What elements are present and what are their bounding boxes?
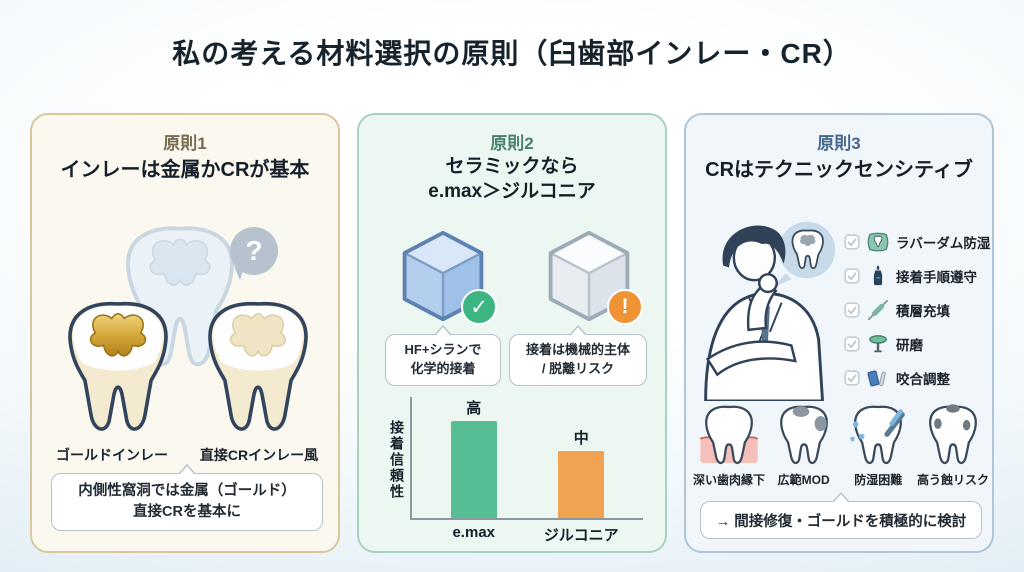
subgingival-tooth-icon bbox=[699, 405, 759, 465]
moisture-tooth-icon bbox=[850, 405, 906, 465]
checkbox-icon bbox=[844, 336, 860, 352]
principle-1-title: インレーは金属かCRが基本 bbox=[60, 159, 310, 181]
principle-1-callout: 内側性窩洞では金属（ゴールド） 直接CRを基本に bbox=[51, 464, 323, 531]
panel-principle-2: 原則2 セラミックなら e.max＞ジルコニア ✓ bbox=[357, 113, 667, 553]
x-label-emax: e.max bbox=[452, 524, 496, 541]
rubber-dam-icon bbox=[867, 232, 889, 252]
cr-inlay-tooth-icon bbox=[208, 301, 308, 431]
callout-text: → 間接修復・ゴールドを積極的に検討 bbox=[715, 513, 967, 530]
principle-2-title-line1: セラミックなら bbox=[445, 156, 579, 177]
question-bubble: ? bbox=[230, 227, 278, 275]
chart-x-axis-labels: e.max ジルコニア bbox=[410, 520, 643, 545]
bar-emax: 高 bbox=[441, 397, 507, 518]
zirconia-note-line1: 接着は機械的主体 bbox=[525, 342, 630, 358]
chart-plot-wrap: 高 中 e.max ジルコニア bbox=[410, 397, 643, 545]
page-title: 私の考える材料選択の原則（臼歯部インレー・CR） bbox=[172, 38, 852, 69]
caries-tooth-icon bbox=[929, 404, 977, 465]
emax-note: HF+シランで 化学的接着 bbox=[385, 325, 501, 386]
checklist-label: 研磨 bbox=[896, 338, 923, 353]
gold-inlay-label: ゴールドインレー bbox=[56, 447, 168, 463]
check-badge-icon: ✓ bbox=[461, 289, 497, 325]
emax-note-line1: HF+シランで bbox=[404, 342, 482, 358]
checklist-label: 積層充填 bbox=[896, 304, 950, 319]
checklist-item-occlusion: 咬合調整 bbox=[844, 367, 990, 389]
chart-y-axis-label: 接着信頼性 bbox=[389, 420, 405, 500]
risk-caries: 高う蝕リスク bbox=[916, 401, 990, 488]
risk-label: 高う蝕リスク bbox=[916, 473, 989, 487]
risk-label: 深い歯肉縁下 bbox=[692, 473, 765, 487]
checklist-label: ラバーダム防湿 bbox=[896, 236, 991, 251]
emax-note-line2: 化学的接着 bbox=[410, 361, 476, 376]
panel-principle-1: 原則1 インレーは金属かCRが基本 ? ゴールドインレー 直接CRインレー風 bbox=[30, 113, 340, 553]
technique-checklist: ラバーダム防湿 接着手順遵守 積層充填 bbox=[844, 231, 990, 389]
bar-emax-rect bbox=[450, 421, 497, 518]
emax-cube: ✓ bbox=[395, 227, 497, 327]
risk-cases-row: 深い歯肉縁下 広範MOD 防湿困難 bbox=[692, 401, 990, 488]
checkbox-icon bbox=[844, 302, 860, 318]
checklist-item-bonding: 接着手順遵守 bbox=[844, 265, 990, 287]
question-mark: ? bbox=[245, 235, 263, 266]
x-label-zirconia: ジルコニア bbox=[543, 527, 619, 544]
zirconia-note: 接着は機械的主体 / 脱離リスク bbox=[509, 325, 647, 386]
principle-3-callout: → 間接修復・ゴールドを積極的に検討 bbox=[700, 492, 982, 539]
risk-label: 防湿困難 bbox=[854, 473, 903, 487]
checklist-label: 咬合調整 bbox=[896, 372, 950, 387]
checklist-label: 接着手順遵守 bbox=[896, 270, 977, 285]
bar-zirconia-value-label: 中 bbox=[573, 430, 589, 448]
warning-glyph: ! bbox=[621, 295, 629, 318]
checkbox-icon bbox=[844, 268, 860, 284]
bar-zirconia-rect bbox=[558, 451, 605, 518]
checklist-item-polishing: 研磨 bbox=[844, 333, 990, 355]
bar-emax-value-label: 高 bbox=[466, 400, 482, 418]
callout-line-2: 直接CRを基本に bbox=[133, 504, 241, 520]
callout-line-1: 内側性窩洞では金属（ゴールド） bbox=[78, 482, 296, 499]
risk-wide-mod: 広範MOD bbox=[767, 401, 841, 488]
checkbox-icon bbox=[844, 370, 860, 386]
risk-subgingival: 深い歯肉縁下 bbox=[692, 401, 766, 488]
checkbox-icon bbox=[844, 234, 860, 250]
principle-2-title: セラミックなら e.max＞ジルコニア bbox=[359, 155, 665, 204]
polishing-disc-icon bbox=[869, 335, 887, 353]
bar-zirconia: 中 bbox=[548, 397, 614, 518]
mod-tooth-icon bbox=[779, 405, 828, 465]
filling-instrument-icon bbox=[867, 299, 889, 321]
check-glyph: ✓ bbox=[470, 295, 488, 319]
adhesion-reliability-bar-chart: 接着信頼性 高 中 e.max ジルコニア bbox=[385, 397, 643, 545]
risk-moisture: 防湿困難 bbox=[841, 401, 915, 488]
principle-2-badge: 原則2 bbox=[490, 134, 534, 153]
warning-badge-icon: ! bbox=[607, 289, 643, 325]
thinking-dentist-icon bbox=[704, 221, 836, 401]
zirconia-cube: ! bbox=[541, 227, 643, 327]
articulating-paper-icon bbox=[867, 370, 886, 387]
principle-1-badge: 原則1 bbox=[163, 134, 207, 153]
panel-principle-3: 原則3 CRはテクニックセンシティブ bbox=[684, 113, 994, 553]
checklist-item-layering: 積層充填 bbox=[844, 299, 990, 321]
chart-plot-area: 高 中 bbox=[410, 397, 643, 520]
principle-3-badge: 原則3 bbox=[817, 134, 861, 153]
bonding-bottle-icon bbox=[873, 265, 883, 286]
risk-label: 広範MOD bbox=[777, 473, 830, 487]
principle-2-title-line2: e.max＞ジルコニア bbox=[428, 180, 596, 202]
checklist-item-rubber-dam: ラバーダム防湿 bbox=[844, 231, 990, 253]
cr-inlay-label: 直接CRインレー風 bbox=[199, 447, 319, 463]
principle-3-title: CRはテクニックセンシティブ bbox=[705, 159, 973, 181]
gold-inlay-tooth-icon bbox=[68, 301, 168, 431]
zirconia-note-line2: / 脱離リスク bbox=[541, 361, 615, 376]
blue-cube-icon bbox=[402, 230, 484, 322]
